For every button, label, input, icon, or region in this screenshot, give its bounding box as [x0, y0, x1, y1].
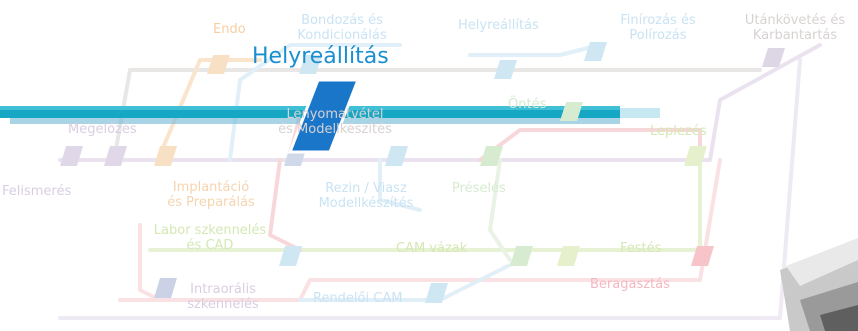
step-finirozas: Finírozás és Polírozás	[620, 13, 696, 43]
milling-machine-image	[780, 238, 858, 331]
step-endo: Endo	[213, 22, 246, 37]
step-preseles: Préselés	[452, 181, 506, 196]
highlight-step-label: Helyreállítás	[252, 44, 389, 69]
step-felismeres: Felismerés	[2, 184, 72, 199]
step-bondozas: Bondozás és Kondicionálás	[297, 13, 387, 43]
step-cam-vazak: CAM vázak	[396, 241, 468, 256]
step-rezin: Rezin / Viasz Modellkészítés	[318, 181, 414, 211]
step-implantacio: Implantáció és Preparálás	[167, 180, 255, 210]
step-utankovetes: Utánkövetés és Karbantartás	[744, 13, 846, 43]
step-intraoralis: Intraorális szkennelés	[187, 282, 259, 312]
step-helyreallitas: Helyreállítás	[458, 18, 539, 33]
step-labor-szkenneles: Labor szkennelés és CAD	[153, 223, 267, 253]
step-leplezes: Leplezés	[650, 124, 707, 139]
step-ontes: Öntés	[508, 97, 547, 112]
step-beragasztas: Beragasztás	[590, 277, 670, 292]
step-festes: Festés	[620, 241, 662, 256]
step-megelozes: Megelőzés	[68, 122, 137, 137]
step-lenyomatvetel: Lenyomatvétel és Modellkészítés	[278, 107, 392, 137]
node-markers	[60, 42, 785, 303]
step-rendeloi-cam: Rendelői CAM	[313, 291, 403, 306]
